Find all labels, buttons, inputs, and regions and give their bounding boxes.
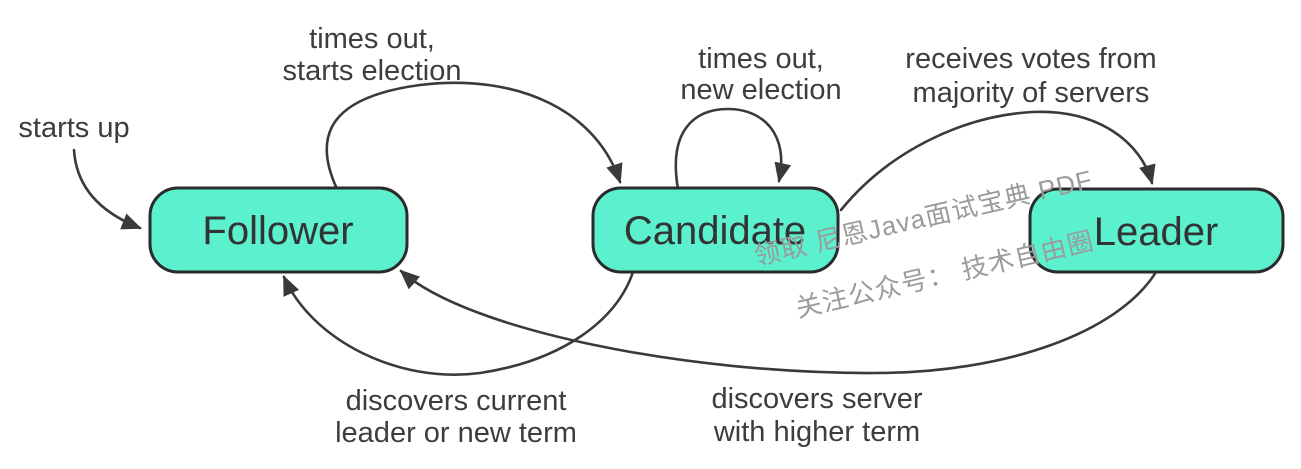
- candidate-self-loop-arrow: [674, 107, 792, 191]
- follower-to-candidate-label-line1: times out,: [309, 23, 435, 55]
- candidate-to-follower-label: discovers current leader or new term: [335, 385, 577, 449]
- state-follower: Follower: [148, 186, 409, 274]
- candidate-to-leader-arrow: [839, 110, 1156, 212]
- leader-to-follower-label-line2: with higher term: [713, 416, 920, 448]
- state-leader-label: Leader: [1094, 210, 1219, 254]
- leader-to-follower-label: discovers server with higher term: [711, 383, 922, 448]
- follower-to-candidate-label-line2: starts election: [283, 55, 462, 87]
- state-follower-box: [148, 186, 409, 274]
- candidate-self-loop-label-line2: new election: [680, 74, 841, 106]
- state-candidate: Candidate: [591, 186, 840, 274]
- state-leader-box: [1028, 187, 1285, 274]
- starts-up-arrow: [72, 148, 142, 230]
- candidate-self-loop-label: times out, new election: [680, 43, 841, 106]
- follower-to-candidate-arrow: [325, 81, 623, 191]
- candidate-to-follower-arrow: [282, 270, 635, 376]
- state-candidate-label: Candidate: [624, 209, 806, 253]
- candidate-to-leader-label-line1: receives votes from: [905, 43, 1156, 75]
- leader-to-follower-arrow: [399, 269, 1158, 375]
- follower-to-candidate-label: times out, starts election: [283, 23, 462, 87]
- candidate-to-leader-label: receives votes from majority of servers: [905, 43, 1156, 109]
- starts-up-label: starts up: [18, 112, 129, 144]
- candidate-to-leader-label-line2: majority of servers: [913, 77, 1150, 109]
- state-follower-label: Follower: [202, 209, 353, 253]
- leader-to-follower-label-line1: discovers server: [711, 383, 922, 415]
- state-candidate-box: [591, 186, 840, 274]
- candidate-to-follower-label-line2: leader or new term: [335, 417, 577, 449]
- candidate-to-follower-label-line1: discovers current: [346, 385, 567, 417]
- state-leader: Leader: [1028, 187, 1285, 274]
- candidate-self-loop-label-line1: times out,: [698, 43, 824, 75]
